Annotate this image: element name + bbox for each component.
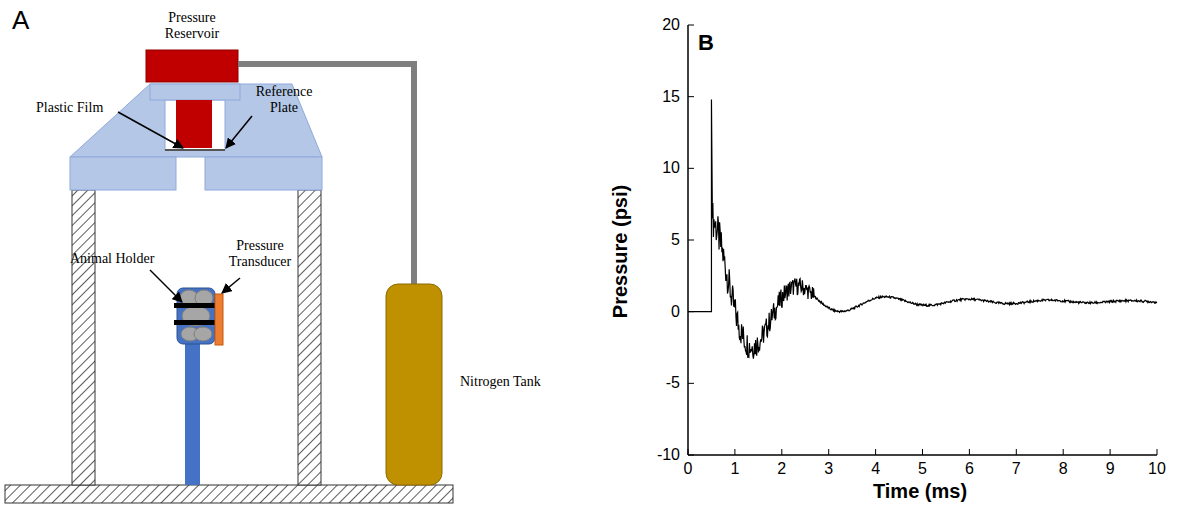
tick-mark (688, 449, 689, 455)
tick-label: 7 (996, 460, 1036, 478)
tick-mark (688, 96, 694, 97)
tick-mark (1157, 449, 1158, 455)
part-label: Reference Plate (246, 84, 322, 116)
support-frame (70, 84, 322, 157)
tick-mark (828, 449, 829, 455)
pillar (72, 190, 95, 485)
tick-mark (688, 383, 694, 384)
axis-title: Pressure (psi) (609, 172, 632, 332)
leader-line (150, 270, 182, 302)
panel-letter: B (698, 30, 728, 55)
reference-plate (70, 157, 176, 190)
tick-label: 0 (668, 460, 708, 478)
leader-line (222, 278, 240, 293)
axis-title: Time (ms) (840, 480, 1000, 503)
tick-label: 15 (640, 87, 680, 105)
tick-label: 6 (949, 460, 989, 478)
pressure-chart (688, 25, 1157, 455)
tick-label: 5 (903, 460, 943, 478)
tick-label: -10 (640, 446, 680, 464)
tick-mark (1110, 449, 1111, 455)
part-label: Nitrogen Tank (460, 374, 560, 390)
tick-mark (1063, 449, 1064, 455)
panel-letter: A (12, 6, 52, 36)
part-label: Plastic Film (36, 100, 116, 116)
pressure-transducer (215, 294, 223, 345)
part-label: Pressure Transducer (218, 238, 302, 270)
tick-mark (734, 449, 735, 455)
tick-label: 10 (640, 159, 680, 177)
tick-label: -5 (640, 374, 680, 392)
tick-mark (1016, 449, 1017, 455)
nitrogen-tank (386, 284, 442, 485)
strap (174, 320, 218, 325)
holder-stand (185, 330, 200, 485)
pressure-reservoir (146, 50, 238, 82)
tick-label: 8 (1043, 460, 1083, 478)
tick-label: 10 (1137, 460, 1177, 478)
tick-label: 9 (1090, 460, 1130, 478)
tick-label: 1 (715, 460, 755, 478)
cap-plate (150, 84, 240, 100)
tick-mark (688, 168, 694, 169)
tick-mark (688, 455, 694, 456)
animal-holder (177, 288, 215, 344)
pressure-trace (688, 100, 1157, 359)
pillar (298, 190, 321, 485)
tick-mark (875, 449, 876, 455)
reference-plate (205, 157, 322, 190)
tick-label: 4 (856, 460, 896, 478)
tick-label: 20 (640, 16, 680, 34)
tick-mark (781, 449, 782, 455)
tick-mark (688, 240, 694, 241)
tick-label: 5 (640, 231, 680, 249)
driver-section (176, 100, 212, 148)
tick-label: 2 (762, 460, 802, 478)
ground (5, 485, 453, 503)
leader-line (226, 116, 252, 148)
leader-line (118, 112, 183, 148)
plastic-film (165, 149, 225, 151)
strap (174, 303, 218, 308)
tick-label: 3 (809, 460, 849, 478)
tick-mark (922, 449, 923, 455)
tick-mark (688, 25, 694, 26)
tick-label: 0 (640, 302, 680, 320)
part-label: Animal Holder (70, 251, 166, 267)
tick-mark (969, 449, 970, 455)
part-label: Pressure Reservoir (148, 10, 236, 42)
